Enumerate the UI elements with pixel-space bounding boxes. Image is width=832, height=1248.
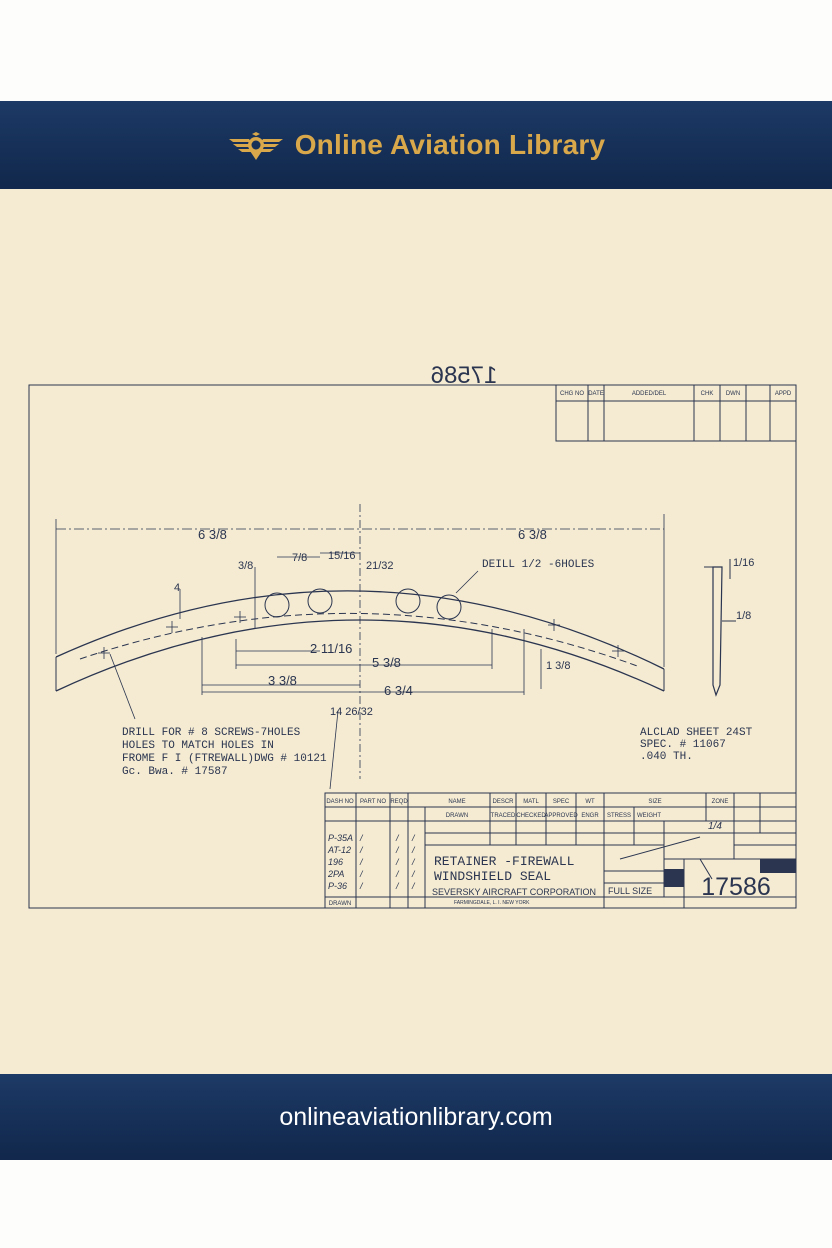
tb-col-wt: WT: [585, 799, 595, 805]
tb-sub-traced: TRACED: [491, 813, 516, 819]
brand[interactable]: Online Aviation Library: [0, 101, 832, 189]
hole-3: [395, 588, 421, 614]
tb-col-dash: DASH NO: [326, 799, 354, 805]
tb-col-spec: SPEC: [553, 799, 570, 805]
tb-col-part: PART NO: [360, 799, 386, 805]
svg-text:/: /: [395, 845, 400, 855]
winged-emblem-icon: [228, 132, 283, 160]
material-line3: .040 TH.: [640, 751, 693, 763]
dim-3-3-8: 3 3/8: [268, 673, 297, 688]
tb-sub-engr: ENGR: [581, 813, 599, 819]
dim-6-3-4: 6 3/4: [384, 683, 413, 698]
brand-title: Online Aviation Library: [294, 129, 606, 160]
title-line-2: WINDSHIELD SEAL: [434, 869, 551, 884]
note-screws-line1: DRILL FOR # 8 SCREWS-7HOLES: [122, 727, 301, 739]
used-on-3: 196: [328, 857, 343, 867]
dim-overall-left: 6 3/8: [198, 527, 227, 542]
tb-sub-drawn: DRAWN: [446, 813, 468, 819]
dim-2-11-16: 2 11/16: [310, 641, 352, 656]
tb-col-descr: DESCR: [492, 799, 514, 805]
dim-1-3-8: 1 3/8: [546, 660, 570, 672]
svg-text:/: /: [359, 833, 364, 843]
svg-text:/: /: [359, 857, 364, 867]
rev-header-chk: CHK: [701, 391, 714, 397]
dim-21-32: 21/32: [366, 560, 394, 572]
tb-col-name: NAME: [448, 799, 465, 805]
note-screws-line4: Gc. Bwa. # 17587: [122, 766, 228, 778]
footer-band: onlineaviationlibrary.com: [0, 1074, 832, 1160]
company-name: SEVERSKY AIRCRAFT CORPORATION: [432, 887, 596, 897]
used-on-4: 2PA: [327, 869, 344, 879]
used-on-2: AT-12: [327, 845, 351, 855]
dim-7-8: 7/8: [292, 552, 307, 564]
tb-col-reqd: REQD: [390, 799, 408, 805]
rev-header-chg: CHG NO: [560, 391, 584, 397]
svg-text:/: /: [411, 881, 416, 891]
footer-url[interactable]: onlineaviationlibrary.com: [279, 1102, 553, 1131]
svg-text:/: /: [395, 869, 400, 879]
tb-signoff: DRAWN: [329, 901, 351, 907]
svg-text:/: /: [359, 869, 364, 879]
note-screws-line3: FROME F I (FTREWALL)DWG # 10121: [122, 753, 327, 765]
used-on-5: P-36: [328, 881, 347, 891]
dim-overall-right: 6 3/8: [518, 527, 547, 542]
svg-text:/: /: [359, 881, 364, 891]
drawing-border: [28, 384, 797, 909]
dim-4: 4: [174, 582, 180, 594]
tb-sub-weight: WEIGHT: [637, 813, 661, 819]
tb-col-zone: ZONE: [712, 799, 729, 805]
svg-text:/: /: [411, 869, 416, 879]
material-line2: SPEC. # 11067: [640, 739, 726, 751]
tb-col-size: SIZE: [648, 799, 661, 805]
dim-15-16: 15/16: [328, 550, 356, 562]
material-line1: ALCLAD SHEET 24ST: [640, 727, 753, 739]
svg-text:/: /: [395, 881, 400, 891]
hole-1: [264, 592, 290, 618]
title-line-1: RETAINER -FIREWALL: [434, 854, 574, 869]
title-block-drawing-number: 17586: [701, 873, 771, 901]
svg-text:/: /: [395, 833, 400, 843]
revision-block: CHG NO DATE ADDED/DEL CHK DWN APPD: [555, 384, 797, 442]
blueprint-sheet: 17586 CHG NO DATE ADDED/DEL CHK DWN APPD: [0, 189, 832, 1074]
title-block: DASH NO PART NO REQD NAME DESCR MATL SPE…: [324, 792, 797, 909]
dim-side-1-8: 1/8: [736, 610, 751, 622]
tb-col-matl: MATL: [523, 799, 539, 805]
side-view: 1/16 1/8: [704, 557, 754, 697]
title-block-black-box: [664, 869, 684, 887]
hole-2: [307, 588, 333, 614]
drawing-canvas: 17586 CHG NO DATE ADDED/DEL CHK DWN APPD: [28, 362, 797, 909]
header-band: Online Aviation Library: [0, 101, 832, 189]
svg-text:/: /: [411, 845, 416, 855]
rev-header-date: DATE: [588, 391, 604, 397]
dimension-labels: 6 3/8 6 3/8 3/8 7/8 15/16 21/32 4 2 11/1…: [174, 527, 570, 718]
used-on-1: P-35A: [328, 833, 353, 843]
dim-3-8: 3/8: [238, 560, 253, 572]
scale-label: FULL SIZE: [608, 886, 652, 896]
svg-text:/: /: [395, 857, 400, 867]
dim-14-26: 14 26/32: [330, 706, 373, 718]
tb-sub-approved: APPROVED: [544, 813, 578, 819]
rev-header-dwn: DWN: [726, 391, 740, 397]
dimension-lines: [55, 504, 665, 790]
tb-sub-checked: CHECKED: [516, 813, 546, 819]
tb-sub-stress: STRESS: [607, 813, 631, 819]
note-drill-holes: DEILL 1/2 -6HOLES: [482, 559, 595, 571]
company-location: FARMINGDALE, L. I. NEW YORK: [454, 900, 530, 906]
note-screws-line2: HOLES TO MATCH HOLES IN: [122, 740, 274, 752]
rev-header-appd: APPD: [775, 391, 792, 397]
hole-4: [436, 594, 462, 620]
rev-header-added: ADDED/DEL: [632, 391, 667, 397]
dim-side-1-16: 1/16: [733, 557, 754, 569]
dim-5-3-8: 5 3/8: [372, 655, 401, 670]
tb-misc-quarter: 1/4: [708, 821, 722, 832]
svg-text:/: /: [359, 845, 364, 855]
svg-text:/: /: [411, 833, 416, 843]
svg-text:/: /: [411, 857, 416, 867]
